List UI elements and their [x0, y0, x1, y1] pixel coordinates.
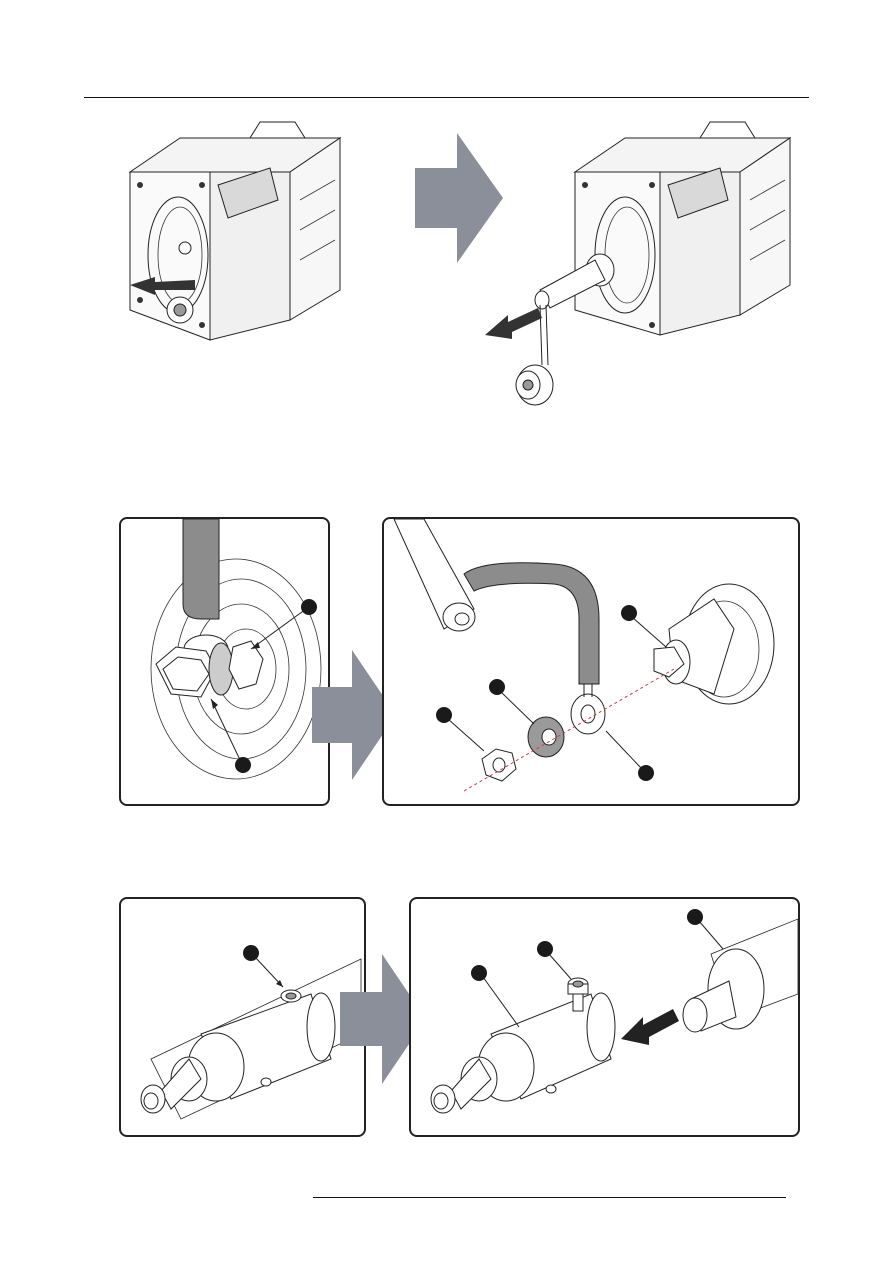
lamp-holder-slide-panel	[409, 897, 800, 1137]
lamp-holder-slide-off-icon	[411, 899, 798, 1135]
callout-dot	[471, 965, 487, 981]
callout-dot	[243, 945, 259, 961]
projector-lamp-house-icon	[110, 110, 370, 350]
footer-rule	[313, 1197, 786, 1198]
projector-before-figure	[110, 110, 370, 350]
header-rule	[84, 97, 809, 98]
terminal-exploded-panel	[382, 517, 800, 806]
callout-dot	[489, 679, 505, 695]
callout-dot	[621, 605, 637, 621]
terminal-exploded-view-icon	[384, 519, 798, 804]
projector-after-figure	[480, 110, 800, 425]
callout-dot	[235, 757, 251, 773]
callout-dot	[638, 765, 654, 781]
terminal-nut-closeup-icon	[121, 519, 328, 804]
lamp-holder-screw-panel	[119, 897, 366, 1137]
callout-dot	[301, 599, 317, 615]
lamp-holder-screw-icon	[121, 899, 364, 1135]
callout-dot	[436, 707, 452, 723]
terminal-closeup-panel	[119, 517, 330, 806]
callout-dot	[537, 941, 553, 957]
callout-dot	[687, 909, 703, 925]
projector-lamp-removed-icon	[480, 110, 800, 425]
